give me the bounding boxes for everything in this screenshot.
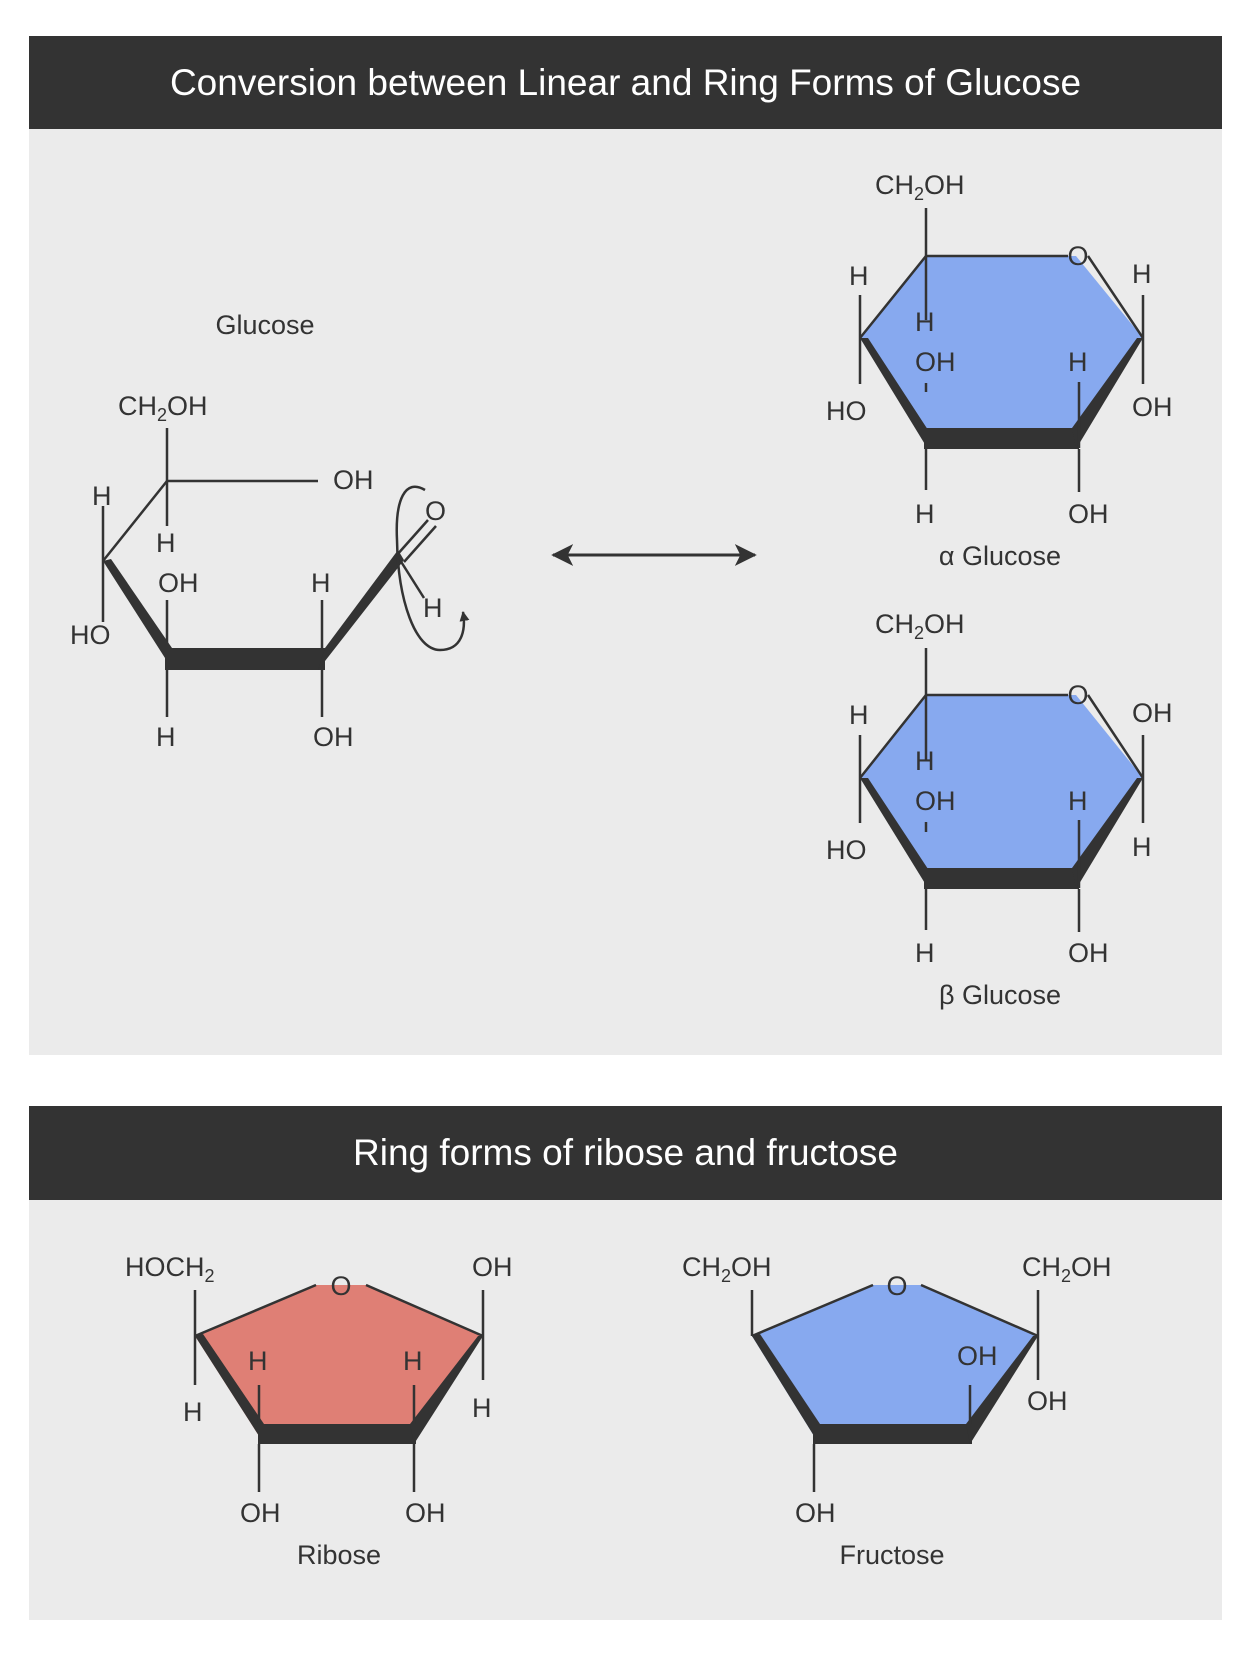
section-banner-glucose-conversion: Conversion between Linear and Ring Forms… [29,36,1222,129]
bond [194,1283,317,1338]
double-bond [403,525,437,563]
h-label: H [915,746,935,776]
oh-label: OH [1068,938,1109,968]
wedge-bond [966,1336,1038,1444]
wedge-bond [318,550,404,670]
ch2oh-label: CH2OH [118,391,208,425]
h-label: H [849,261,869,291]
double-bond [395,519,429,557]
o-label: O [425,496,446,526]
oh-label: OH [1027,1386,1068,1416]
beta-glucose-structure: CH2OH O H HO H OH H H OH OH H β Glucose [826,609,1173,1010]
oh-label: OH [1132,392,1173,422]
ho-label: HO [70,620,111,650]
oh-label: OH [333,465,374,495]
wedge-bond [165,648,325,670]
wedge-bond [410,1336,483,1444]
bond [751,1283,874,1338]
wedge-bond [1072,778,1143,889]
ribose-structure: HOCH2 O H H OH H OH OH H Ribose [125,1252,513,1570]
linear-glucose-structure: Glucose CH2OH H HO H OH H OH H OH O H [70,310,470,752]
oh-label: OH [472,1252,513,1282]
fructose-ring-fill [752,1285,1038,1436]
oh-label: OH [915,347,956,377]
ch2oh-label: CH2OH [875,170,965,204]
wedge-bond [860,778,930,885]
bond [1086,255,1145,339]
oh-label: OH [1068,499,1109,529]
glucose-name-label: Glucose [215,310,314,340]
wedge-bond [924,428,1079,449]
h-label: H [1068,786,1088,816]
bond [398,559,426,599]
ring-oxygen-label: O [1067,241,1088,271]
h-label: H [1068,347,1088,377]
oh-label: OH [915,786,956,816]
oh-label: OH [405,1498,446,1528]
section-banner-ribose-fructose: Ring forms of ribose and fructose [29,1106,1222,1200]
h-label: H [183,1397,203,1427]
bond [365,1283,484,1338]
wedge-bond [1072,338,1143,449]
wedge-bond [752,1334,820,1436]
h-label: H [915,307,935,337]
ring-oxygen-label: O [330,1271,351,1301]
h-label: H [403,1346,423,1376]
bond [1086,694,1145,779]
h-label: H [248,1346,268,1376]
ring-oxygen-label: O [886,1271,907,1301]
fructose-name-label: Fructose [839,1540,944,1570]
wedge-bond [924,868,1079,889]
wedge-bond [258,1424,416,1444]
oh-label: OH [957,1341,998,1371]
ch2oh-label: CH2OH [1022,1252,1112,1286]
oh-label: OH [1132,698,1173,728]
alpha-glucose-structure: CH2OH O H HO H OH H H OH H OH α Glucose [826,170,1173,571]
ribose-ring-fill [195,1285,483,1436]
h-label: H [311,568,331,598]
h-label: H [915,499,935,529]
ribose-name-label: Ribose [297,1540,381,1570]
h-label: H [156,528,176,558]
section-title: Conversion between Linear and Ring Forms… [169,62,1082,103]
h-label: H [156,722,176,752]
glucose-ring-fill [860,256,1143,443]
ribose-fructose-panel [29,1200,1222,1620]
ring-oxygen-label: O [1067,680,1088,710]
ch2oh-label: CH2OH [875,609,965,643]
oh-label: OH [795,1498,836,1528]
curved-electron-arrow-icon [395,485,470,652]
glucose-ring-fill [860,695,1143,882]
wedge-bond [860,338,930,446]
section-title: Ring forms of ribose and fructose [353,1132,898,1173]
oh-label: OH [313,722,354,752]
bond [102,480,168,562]
alpha-glucose-name-label: α Glucose [939,541,1061,571]
beta-glucose-name-label: β Glucose [939,980,1061,1010]
h-label: H [472,1393,492,1423]
wedge-bond [813,1424,972,1444]
h-label: H [849,700,869,730]
fructose-structure: CH2OH O OH OH CH2OH OH Fructose [682,1252,1112,1570]
h-label: H [915,938,935,968]
ch2oh-label: CH2OH [682,1252,772,1286]
bond [920,1283,1039,1338]
oh-label: OH [240,1498,281,1528]
h-label: H [423,593,443,623]
wedge-bond [103,559,172,658]
oh-label: OH [158,568,199,598]
h-label: H [1132,832,1152,862]
h-label: H [92,481,112,511]
ho-label: HO [826,396,867,426]
ho-label: HO [826,835,867,865]
wedge-bond [195,1334,264,1436]
h-label: H [1132,259,1152,289]
hoch2-label: HOCH2 [125,1252,215,1286]
